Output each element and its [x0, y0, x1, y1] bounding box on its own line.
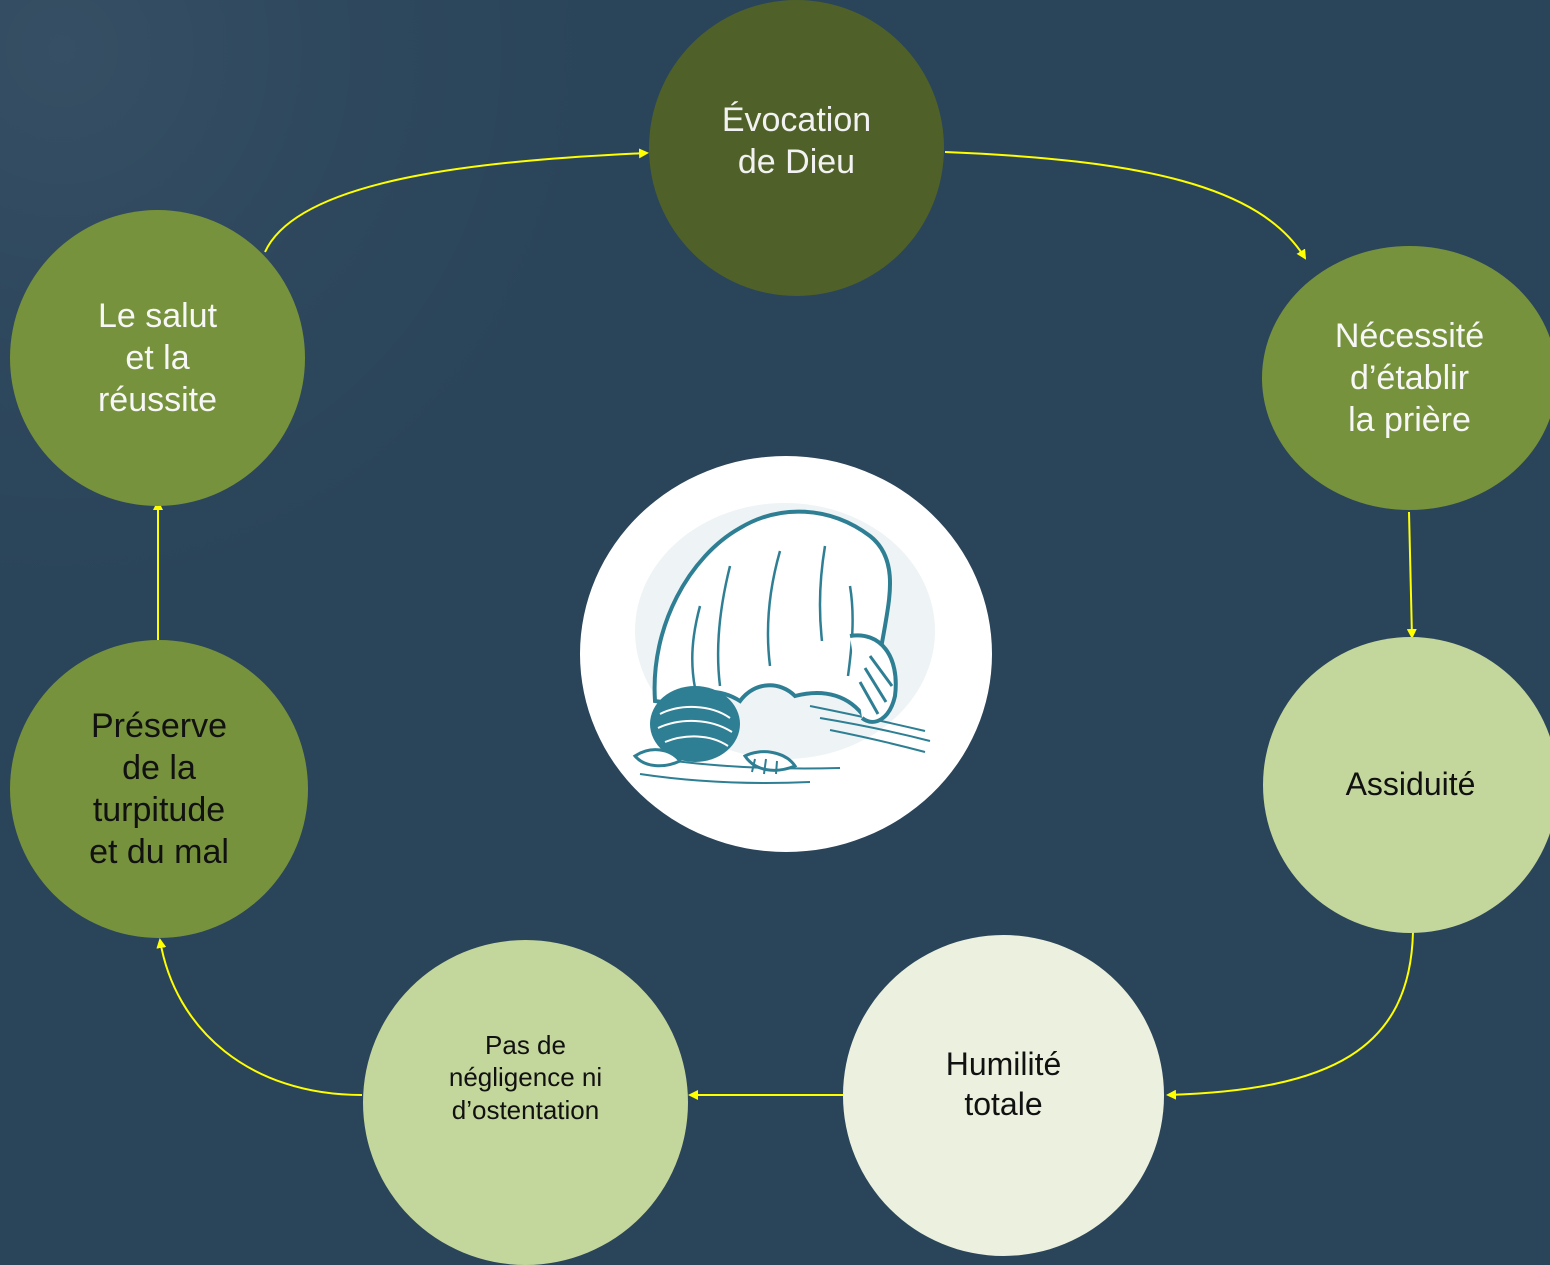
arrow-evocation-to-necessite — [944, 151, 1307, 260]
arrow-assiduite-to-humilite — [1166, 931, 1414, 1100]
node-label: Évocation de Dieu — [721, 100, 872, 181]
arrow-salut-to-evocation — [264, 148, 649, 253]
arrow-necessite-to-assiduite — [1406, 511, 1417, 639]
node-assiduite: Assiduité — [1263, 637, 1550, 933]
node-label: Le salut et la réussite — [97, 296, 218, 420]
prostration-illustration-icon — [580, 456, 992, 852]
node-label: Assiduité — [1345, 766, 1476, 803]
node-pas-de-negligence: Pas de négligence ni d’ostentation — [363, 940, 688, 1265]
node-label: Pas de négligence ni d’ostentation — [448, 1030, 603, 1125]
node-necessite-etablir-priere: Nécessité d’établir la prière — [1262, 246, 1550, 510]
arrow-negligence-to-preserve — [156, 938, 363, 1096]
node-label: Préserve de la turpitude et du mal — [89, 706, 229, 872]
node-label: Humilité totale — [945, 1045, 1062, 1122]
node-humilite-totale: Humilité totale — [843, 935, 1164, 1256]
node-preserve-turpitude: Préserve de la turpitude et du mal — [10, 640, 308, 938]
node-salut-reussite: Le salut et la réussite — [10, 210, 305, 506]
node-evocation-de-dieu: Évocation de Dieu — [649, 0, 944, 296]
node-label: Nécessité d’établir la prière — [1334, 316, 1485, 440]
